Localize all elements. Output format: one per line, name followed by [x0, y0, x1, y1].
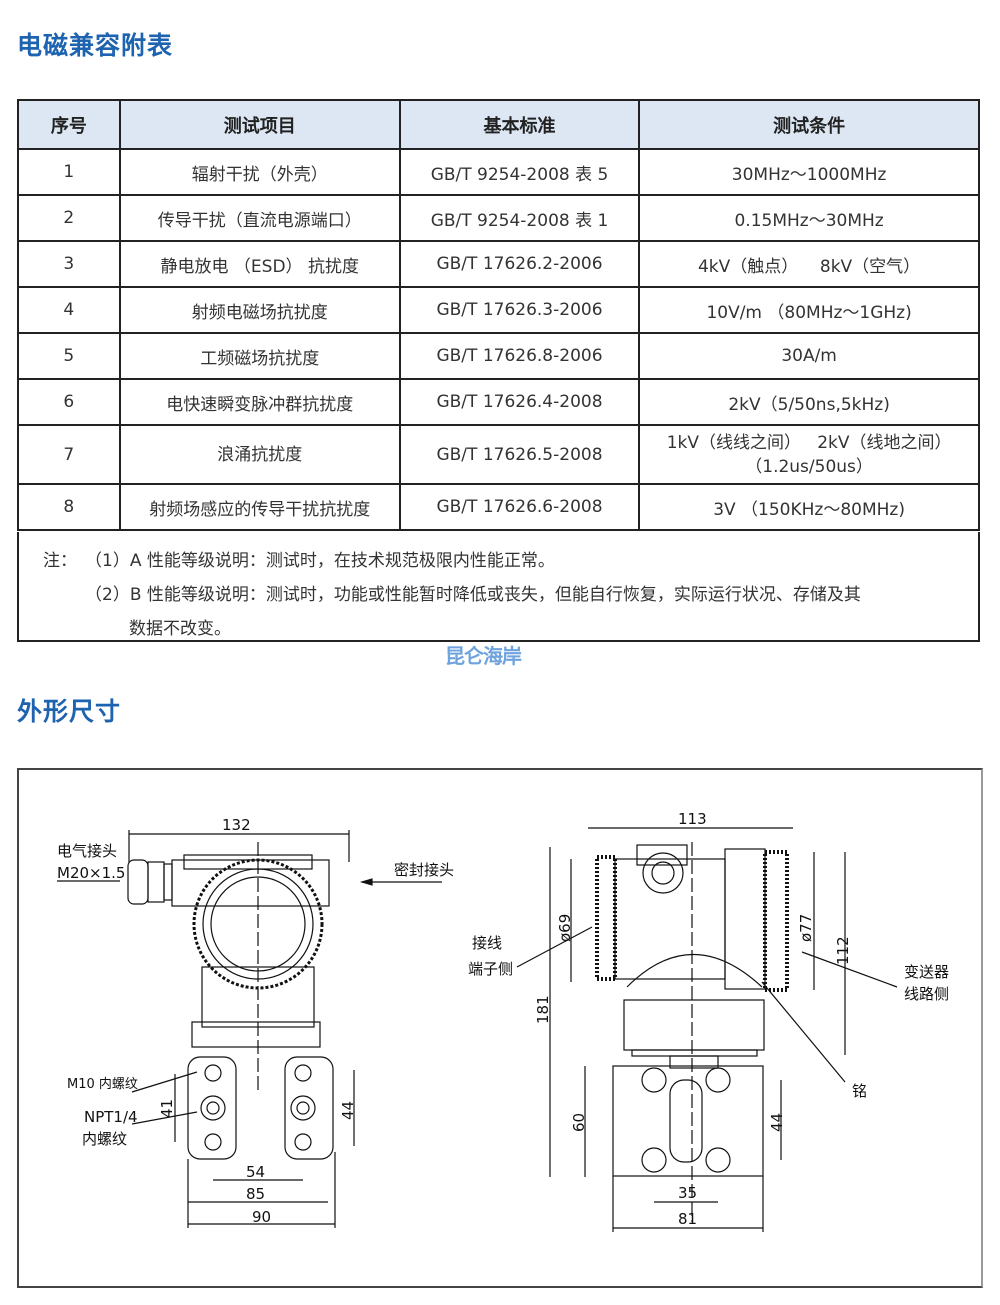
- cell: 7: [17, 424, 121, 485]
- emc-section-title: 电磁兼容附表: [17, 31, 174, 60]
- cell: GB/T 17626.6-2008: [398, 483, 641, 531]
- notes-prefix: 注：: [43, 551, 77, 571]
- cell: 10V/m （80MHz～1GHz): [638, 286, 980, 334]
- cell: 射频电磁场抗扰度: [118, 286, 401, 334]
- dimensions-section-title: 外形尺寸: [17, 697, 122, 726]
- cell: GB/T 17626.8-2006: [398, 332, 641, 380]
- note-1: （1）A 性能等级说明：测试时，在技术规范极限内性能正常。: [85, 551, 555, 571]
- dim-90: 90: [252, 1208, 271, 1226]
- dim-41: 41: [158, 1099, 176, 1118]
- cell: 电快速瞬变脉冲群抗扰度: [118, 378, 401, 426]
- cell: 4kV（触点） 8kV（空气）: [638, 240, 980, 288]
- cell: GB/T 17626.3-2006: [398, 286, 641, 334]
- label-terminal-side-2: 端子侧: [468, 960, 513, 978]
- cell: GB/T 17626.2-2006: [398, 240, 641, 288]
- header-cell: 基本标准: [398, 99, 641, 150]
- cell: 2kV（5/50ns,5kHz): [638, 378, 980, 426]
- label-m10-thread: M10 内螺纹: [67, 1076, 138, 1092]
- cell: 2: [17, 194, 121, 242]
- dim-81: 81: [678, 1210, 697, 1228]
- cell-line: 1kV（线线之间） 2kV（线地之间）: [666, 432, 952, 453]
- cell: 射频场感应的传导干扰抗扰度: [118, 483, 401, 531]
- dim-113: 113: [678, 810, 707, 828]
- cell: 6: [17, 378, 121, 426]
- note-2-continued: 数据不改变。: [129, 619, 231, 639]
- dimension-drawing: 132 电气接头 M20×1.5 密封接头 M10 内螺纹 NPT1/4 内螺纹…: [57, 810, 949, 1232]
- label-npt: NPT1/4: [84, 1108, 138, 1126]
- cell: GB/T 17626.5-2008: [398, 424, 641, 485]
- cell: GB/T 17626.4-2008: [398, 378, 641, 426]
- cell: 静电放电 （ESD） 抗扰度: [118, 240, 401, 288]
- label-seal-connector: 密封接头: [394, 861, 454, 879]
- label-terminal-side-1: 接线: [472, 934, 502, 952]
- cell-line: （1.2us/50us）: [745, 456, 873, 477]
- cell: 1kV（线线之间） 2kV（线地之间） （1.2us/50us）: [638, 424, 980, 485]
- label-electrical-connector: 电气接头: [57, 842, 117, 860]
- dim-44-side: 44: [768, 1113, 786, 1132]
- cell: 3: [17, 240, 121, 288]
- header-cell: 测试项目: [118, 99, 401, 150]
- cell: 辐射干扰（外壳）: [118, 148, 401, 196]
- cell: 30A/m: [638, 332, 980, 380]
- dim-112: 112: [834, 936, 852, 965]
- notes-box: 注： （1）A 性能等级说明：测试时，在技术规范极限内性能正常。 （2）B 性能…: [17, 532, 980, 642]
- dim-60: 60: [570, 1113, 588, 1132]
- cell: GB/T 9254-2008 表 5: [398, 148, 641, 196]
- side-view: [516, 827, 898, 1232]
- dim-phi69: ø69: [556, 914, 574, 942]
- cell: 浪涌抗扰度: [118, 424, 401, 485]
- dim-85: 85: [246, 1185, 265, 1203]
- label-transmitter-2: 线路侧: [904, 985, 949, 1003]
- cell: 4: [17, 286, 121, 334]
- dim-181: 181: [534, 995, 552, 1024]
- dim-54: 54: [246, 1163, 265, 1181]
- cell: 1: [17, 148, 121, 196]
- cell: 传导干扰（直流电源端口）: [118, 194, 401, 242]
- table-header-row: 序号 测试项目 基本标准 测试条件: [17, 99, 980, 150]
- cell: 工频磁场抗扰度: [118, 332, 401, 380]
- cell: GB/T 9254-2008 表 1: [398, 194, 641, 242]
- label-transmitter-1: 变送器: [904, 963, 949, 981]
- cell: 8: [17, 483, 121, 531]
- cell: 5: [17, 332, 121, 380]
- header-cell: 测试条件: [638, 99, 980, 150]
- header-cell: 序号: [17, 99, 121, 150]
- dim-44-front: 44: [339, 1101, 357, 1120]
- dimension-drawing-box: 132 电气接头 M20×1.5 密封接头 M10 内螺纹 NPT1/4 内螺纹…: [17, 768, 983, 1288]
- dim-35: 35: [678, 1184, 697, 1202]
- dim-phi77: ø77: [797, 914, 815, 942]
- label-nameplate: 铭: [852, 1082, 867, 1100]
- cell: 3V （150KHz～80MHz): [638, 483, 980, 531]
- label-thread-m20: M20×1.5: [57, 864, 125, 882]
- front-view: [57, 830, 442, 1228]
- dim-132: 132: [222, 816, 251, 834]
- watermark-logo: 昆仑海岸: [445, 644, 522, 668]
- note-2: （2）B 性能等级说明：测试时，功能或性能暂时降低或丧失，但能自行恢复，实际运行…: [85, 585, 861, 605]
- cell: 30MHz～1000MHz: [638, 148, 980, 196]
- cell: 0.15MHz～30MHz: [638, 194, 980, 242]
- label-npt-thread: 内螺纹: [82, 1130, 127, 1148]
